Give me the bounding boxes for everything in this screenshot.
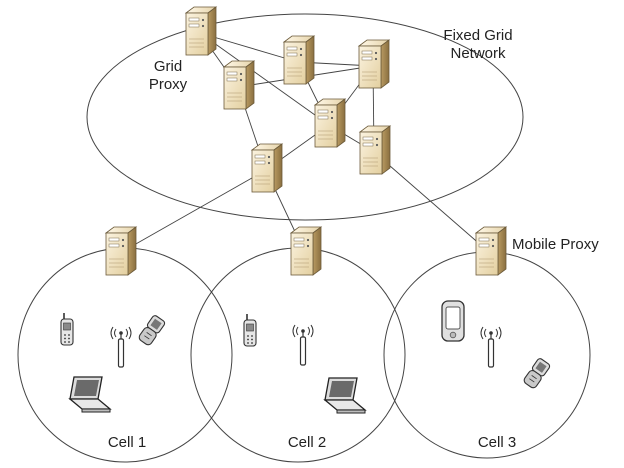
grid-proxy-server-icon: [185, 6, 217, 56]
cell-2-boundary: [190, 247, 406, 463]
grid-proxy-label-line2: Proxy: [148, 76, 188, 93]
cell-3-label: Cell 3: [477, 434, 517, 451]
mobile-proxy-server-icon: [475, 226, 507, 276]
fixed-grid-network-label: Fixed Grid Network: [428, 27, 528, 63]
grid-server-icon: [359, 125, 391, 175]
grid-proxy-label-line1: Grid: [153, 58, 183, 75]
fixed-grid-network-label-line2: Network: [450, 45, 506, 62]
mobile-proxy-server-icon: [105, 226, 137, 276]
fixed-grid-network-label-line1: Fixed Grid: [443, 27, 513, 44]
grid-server-icon: [314, 98, 346, 148]
mobile-proxy-label: Mobile Proxy: [512, 236, 599, 253]
cell-3-boundary: [383, 251, 591, 459]
antenna-tower-icon: [292, 324, 314, 366]
pda-icon: [441, 300, 465, 342]
mobile-proxy-server-icon: [290, 226, 322, 276]
mobile-phone-icon: [243, 313, 257, 347]
antenna-tower-icon: [480, 326, 502, 368]
fixed-grid-network-boundary: [86, 13, 524, 221]
flip-phone-icon: [522, 356, 552, 390]
cell-1-label: Cell 1: [107, 434, 147, 451]
grid-server-icon: [251, 143, 283, 193]
cell-2-label: Cell 2: [287, 434, 327, 451]
laptop-icon: [69, 376, 111, 413]
cell-1-boundary: [17, 247, 233, 463]
antenna-tower-icon: [110, 326, 132, 368]
mobile-phone-icon: [60, 312, 74, 346]
grid-proxy-label: Grid Proxy: [143, 58, 193, 94]
grid-server-icon: [358, 39, 390, 89]
grid-server-icon: [283, 35, 315, 85]
grid-server-icon: [223, 60, 255, 110]
flip-phone-icon: [137, 313, 167, 347]
laptop-icon: [324, 377, 366, 414]
